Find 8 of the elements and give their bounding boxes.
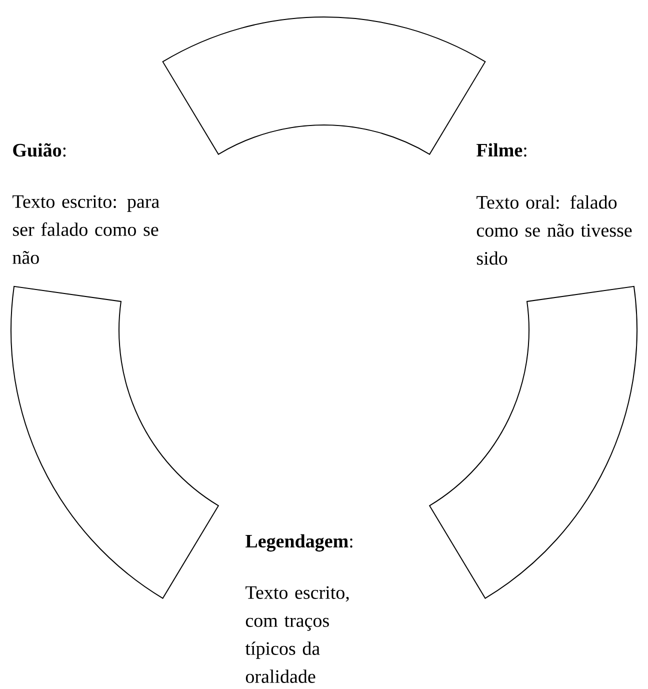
body-text: Texto oral: falado como se não tivesse sido xyxy=(476,195,632,265)
heading: Legendagem: xyxy=(246,534,352,552)
arc-band xyxy=(429,286,638,599)
arc-band xyxy=(10,286,219,599)
heading: Guião: xyxy=(13,143,66,157)
heading: Filme: xyxy=(476,143,526,157)
body-text: Texto escrito: para ser falado como se não xyxy=(12,195,160,264)
body-text: Texto escrito, com traços típicos da oralidade xyxy=(245,586,349,683)
